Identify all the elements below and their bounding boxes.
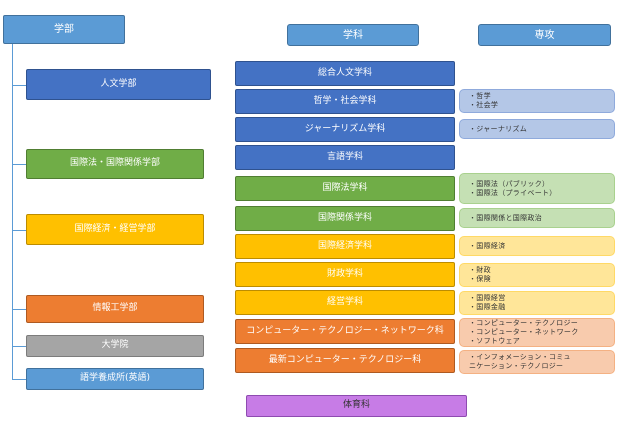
spec-line: ・財政 <box>469 266 491 275</box>
dept-management: 経営学科 <box>235 290 455 315</box>
spec-intl-relations-politics: ・国際関係と国際政治 <box>459 208 615 228</box>
tree-branch <box>12 164 26 165</box>
spec-line: ・国際関係と国際政治 <box>469 213 542 222</box>
spec-line: ・国際法（プライベート） <box>469 188 557 197</box>
dept-philosophy-sociology: 哲学・社会学科 <box>235 89 455 114</box>
spec-philosophy-sociology: ・哲学 ・社会学 <box>459 89 615 113</box>
tree-trunk <box>12 44 13 380</box>
spec-intl-law: ・国際法（パブリック） ・国際法（プライベート） <box>459 173 615 204</box>
spec-line: ・コンピューター・ネットワーク <box>469 328 579 337</box>
faculty-intl-economics-management: 国際経済・経営学部 <box>26 214 204 245</box>
tree-branch <box>12 346 26 347</box>
spec-line: ・ジャーナリズム <box>469 124 528 133</box>
spec-journalism: ・ジャーナリズム <box>459 119 615 139</box>
spec-line: ・コンピューター・テクノロジー <box>469 319 579 328</box>
dept-general-humanities: 総合人文学科 <box>235 61 455 86</box>
dept-physical-education: 体育科 <box>246 395 467 417</box>
spec-line: ・国際経営 <box>469 294 506 303</box>
spec-ict: ・インフォメーション・コミュ ニケーション・テクノロジー <box>459 350 615 374</box>
faculty-language-institute: 語学養成所(英語) <box>26 368 204 390</box>
spec-line: ・国際経済 <box>469 241 506 250</box>
spec-line: ・保険 <box>469 275 491 283</box>
spec-line: ・国際金融 <box>469 303 506 311</box>
department-header: 学科 <box>287 24 419 46</box>
dept-intl-relations: 国際関係学科 <box>235 206 455 231</box>
spec-line: ・国際法（パブリック） <box>469 179 550 188</box>
spec-intl-economics: ・国際経済 <box>459 236 615 256</box>
faculty-humanities: 人文学部 <box>26 69 211 100</box>
tree-branch <box>12 230 26 231</box>
tree-branch <box>12 379 26 380</box>
dept-journalism: ジャーナリズム学科 <box>235 117 455 142</box>
dept-computer-tech-network: コンピューター・テクノロジー・ネットワーク科 <box>235 319 455 344</box>
dept-intl-economics: 国際経済学科 <box>235 234 455 259</box>
faculty-header: 学部 <box>3 15 125 44</box>
spec-line: ニケーション・テクノロジー <box>469 362 564 370</box>
tree-branch <box>12 85 26 86</box>
spec-line: ・インフォメーション・コミュ <box>469 353 571 362</box>
tree-branch <box>12 309 26 310</box>
faculty-intl-law-relations: 国際法・国際関係学部 <box>26 149 204 179</box>
dept-linguistics: 言語学科 <box>235 145 455 170</box>
spec-line: ・社会学 <box>469 101 499 109</box>
spec-line: ・哲学 <box>469 92 491 101</box>
spec-line: ・ソフトウェア <box>469 336 521 345</box>
spec-computer-tech-network-software: ・コンピューター・テクノロジー ・コンピューター・ネットワーク ・ソフトウェア <box>459 318 615 347</box>
faculty-information-engineering: 情報工学部 <box>26 295 204 323</box>
dept-advanced-computer-tech: 最新コンピューター・テクノロジー科 <box>235 348 455 373</box>
faculty-graduate-school: 大学院 <box>26 335 204 357</box>
spec-intl-management-finance: ・国際経営 ・国際金融 <box>459 291 615 315</box>
specialization-header: 専攻 <box>478 24 611 46</box>
dept-intl-law: 国際法学科 <box>235 176 455 201</box>
spec-finance-insurance: ・財政 ・保険 <box>459 263 615 287</box>
dept-finance: 財政学科 <box>235 262 455 287</box>
